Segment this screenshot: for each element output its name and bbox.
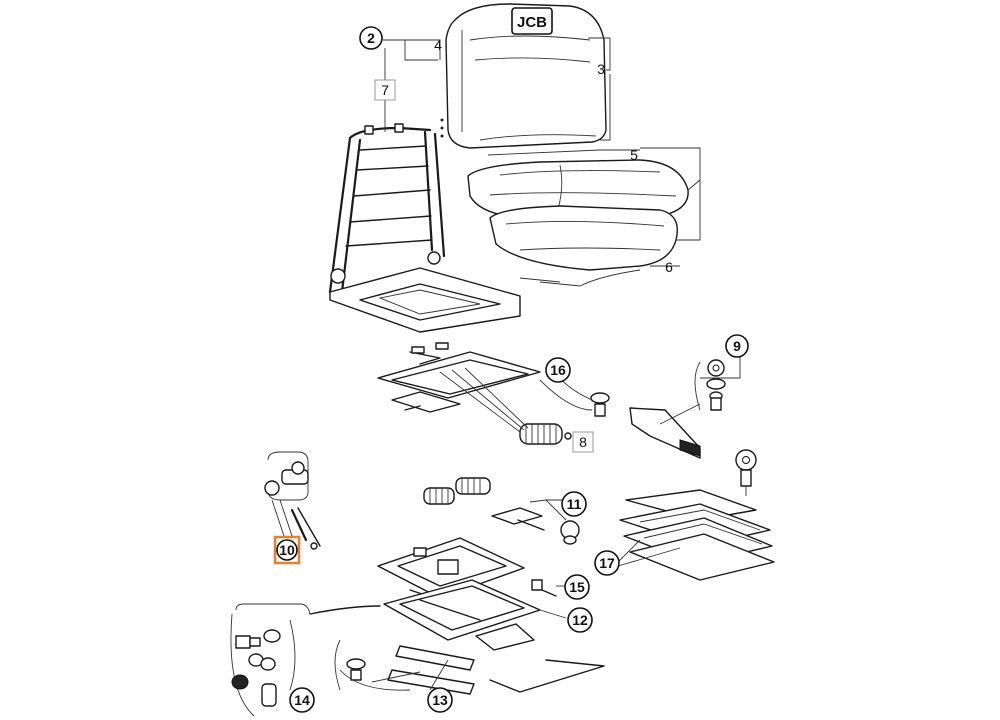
- callout-12: 12: [567, 607, 593, 633]
- gas-strut-kit: [264, 451, 321, 550]
- callout-7: 7: [374, 79, 396, 101]
- callout-13: 13: [427, 687, 453, 713]
- bolt-15: [531, 579, 566, 597]
- spring-8: [519, 423, 572, 445]
- callout-17: 17: [594, 550, 620, 576]
- bolt-16: [590, 392, 610, 417]
- callout-3: 3: [597, 61, 605, 77]
- seat-cushion-pad: [489, 205, 678, 287]
- svg-text:3: 3: [597, 61, 605, 77]
- callout-11: 11: [561, 491, 587, 517]
- scissor-suspension-base: [377, 537, 567, 651]
- svg-text:9: 9: [733, 338, 741, 354]
- svg-text:10: 10: [279, 542, 295, 558]
- callout-16: 16: [545, 357, 571, 383]
- upper-leader-lines: [383, 37, 701, 267]
- svg-text:4: 4: [434, 37, 442, 53]
- svg-text:8: 8: [579, 434, 587, 450]
- callout-14: 14: [289, 687, 315, 713]
- callout-8: 8: [572, 431, 594, 453]
- seat-slide-assembly: [377, 342, 610, 445]
- svg-text:13: 13: [432, 692, 448, 708]
- svg-text:7: 7: [381, 82, 389, 98]
- callout-15: 15: [564, 574, 590, 600]
- backrest-logo: JCB: [511, 7, 553, 35]
- svg-text:15: 15: [569, 579, 585, 595]
- backrest-cushion: JCB: [440, 3, 607, 149]
- callout-6: 6: [665, 259, 673, 275]
- suspension-springs: [423, 477, 580, 545]
- bellows-cover-kit: [617, 449, 775, 581]
- svg-text:2: 2: [367, 30, 375, 46]
- svg-text:16: 16: [550, 362, 566, 378]
- seat-frame: [328, 123, 521, 333]
- fastener-kit: [230, 603, 381, 717]
- svg-text:11: 11: [567, 496, 582, 512]
- callout-5: 5: [630, 147, 638, 163]
- mounting-rails: [334, 639, 605, 695]
- svg-text:6: 6: [665, 259, 673, 275]
- callout-4: 4: [434, 37, 442, 53]
- svg-text:JCB: JCB: [517, 14, 547, 31]
- svg-text:14: 14: [294, 692, 310, 708]
- svg-text:12: 12: [572, 612, 588, 628]
- armrest-bracket: [629, 356, 741, 459]
- svg-text:5: 5: [630, 147, 638, 163]
- callout-9: 9: [725, 334, 749, 358]
- callout-10-highlighted: 10: [273, 535, 301, 565]
- callout-2: 2: [359, 26, 383, 50]
- svg-text:17: 17: [599, 555, 615, 571]
